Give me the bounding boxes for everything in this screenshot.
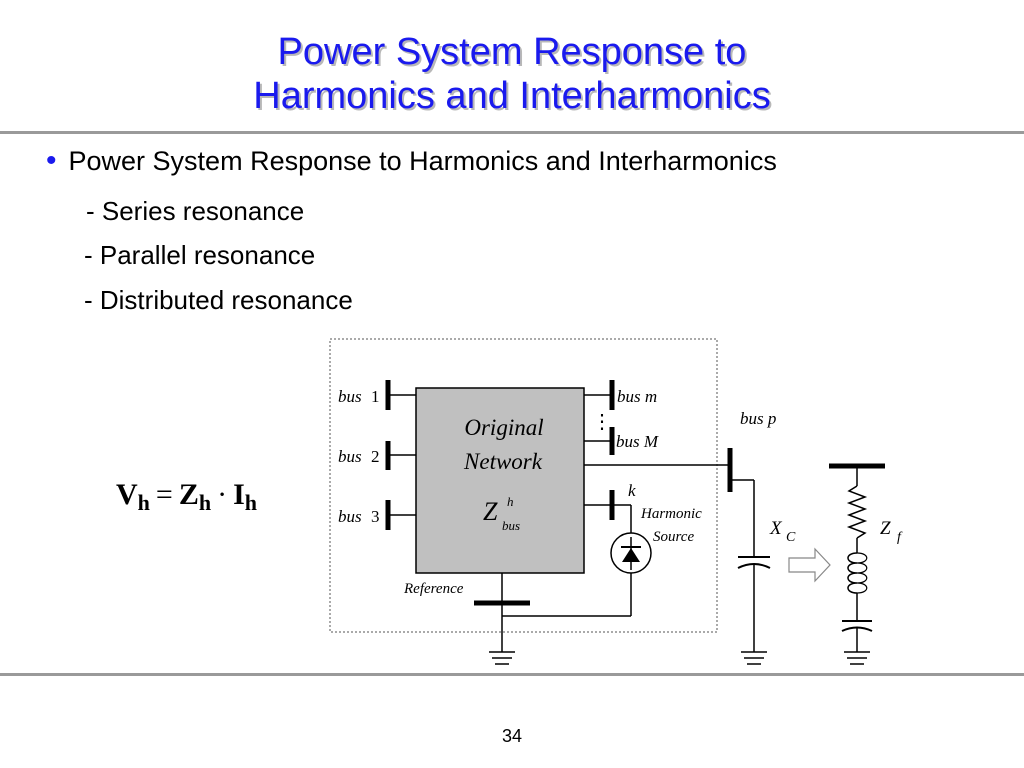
bus-2: bus 2 <box>338 441 416 470</box>
harmonic-label-1: Harmonic <box>640 506 702 522</box>
harmonic-source: Harmonic Source <box>502 504 702 617</box>
network-boundary <box>329 338 718 633</box>
eq-i-sub: h <box>244 490 258 515</box>
equivalent-arrow-icon <box>788 547 831 583</box>
top-divider <box>0 131 1024 134</box>
original-network-box <box>415 387 585 574</box>
network-label-2: Network <box>463 449 543 474</box>
eq-z: Z <box>178 478 199 511</box>
bottom-divider <box>0 673 1024 676</box>
xc-sub: C <box>786 530 796 545</box>
bus-M-label: bus M <box>616 432 659 451</box>
ground-icon-capacitor <box>741 651 767 665</box>
bullet-text: Power System Response to Harmonics and I… <box>68 146 777 176</box>
subitem-series: - Series resonance <box>86 196 305 226</box>
title-line-1: Power System Response to <box>277 31 747 73</box>
subitem-parallel: - Parallel resonance <box>84 240 316 270</box>
eq-equals: = <box>155 478 173 511</box>
bus-k-label: k <box>628 481 636 500</box>
harmonic-label-2: Source <box>653 529 694 545</box>
filter-capacitor-icon <box>841 626 873 632</box>
eq-dot: · <box>217 478 228 511</box>
diode-arrow-icon <box>622 548 640 562</box>
network-label-1: Original <box>464 415 543 440</box>
bus-3-number: 3 <box>371 507 380 526</box>
xc-main: X <box>769 518 783 539</box>
filter-zf: Z f <box>829 463 903 652</box>
bus-3-label: bus <box>338 507 362 526</box>
page-number: 34 <box>501 726 523 746</box>
bus-m-label: bus m <box>617 387 657 406</box>
eq-v: V <box>116 478 138 511</box>
zbus-sub: bus <box>502 518 520 533</box>
slide-title: Power System Response to Harmonics and I… <box>0 30 1024 118</box>
inductor-icon <box>847 552 858 594</box>
zf-sub: f <box>897 530 903 545</box>
reference-label: Reference <box>403 581 464 597</box>
ohms-law-equation: Vh=Zh·Ih <box>116 478 257 516</box>
bus-M: bus M <box>584 427 659 455</box>
eq-i: I <box>233 478 245 511</box>
zbus-main: Z <box>483 497 498 526</box>
reference-bus: Reference <box>403 573 530 652</box>
ground-icon-filter <box>844 651 870 665</box>
bus-k: k <box>584 481 636 520</box>
bullet-item: • Power System Response to Harmonics and … <box>46 144 777 178</box>
bus-m: bus m <box>584 380 657 410</box>
bus-1-label: bus <box>338 387 362 406</box>
zf-main: Z <box>880 518 891 539</box>
resistor-icon <box>846 485 868 539</box>
bus-3: bus 3 <box>338 500 416 530</box>
bus-2-label: bus <box>338 447 362 466</box>
bus-2-number: 2 <box>371 447 380 466</box>
bus-1: bus 1 <box>338 380 416 410</box>
bus-p: bus p <box>727 409 776 492</box>
bus-p-label: bus p <box>740 409 776 428</box>
bullet-dot-icon: • <box>46 144 57 177</box>
ground-icon-network <box>489 651 515 665</box>
eq-z-sub: h <box>198 490 212 515</box>
bus-ellipsis: ⋮ <box>592 411 612 433</box>
subitem-distributed: - Distributed resonance <box>84 285 353 315</box>
title-line-2: Harmonics and Interharmonics <box>253 75 771 117</box>
zbus-sup: h <box>507 494 514 509</box>
capacitor-xc: X C <box>730 479 796 652</box>
bus-1-number: 1 <box>371 387 380 406</box>
eq-v-sub: h <box>137 490 150 515</box>
